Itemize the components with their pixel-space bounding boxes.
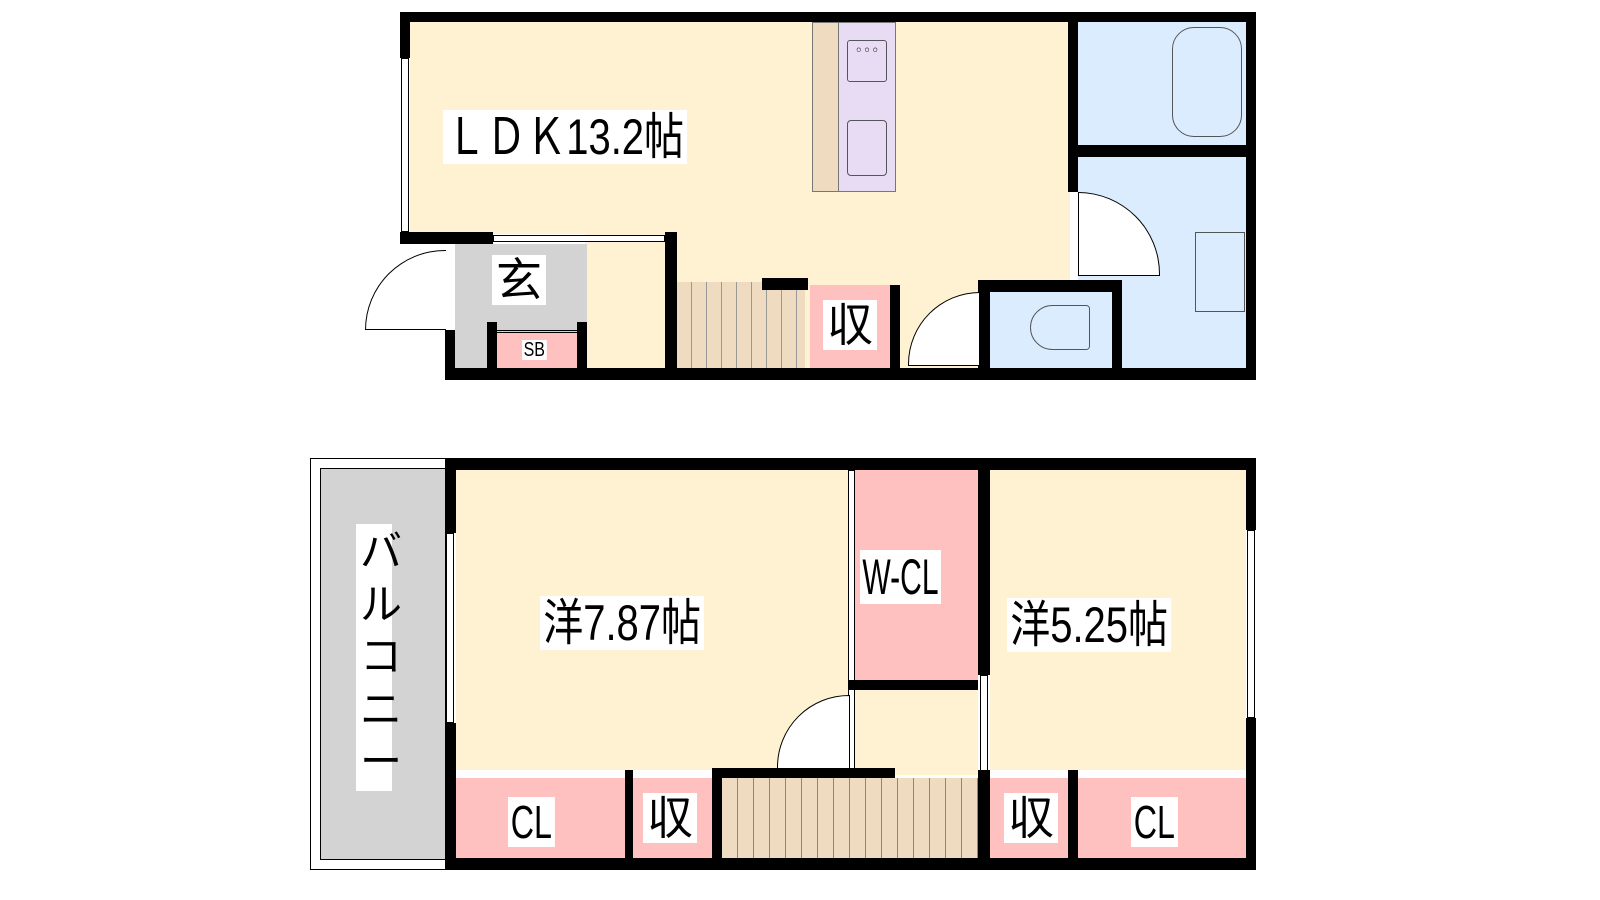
closet-right-label: CL xyxy=(1131,797,1178,847)
window xyxy=(401,58,409,232)
room-large-label: 洋7.87帖 xyxy=(540,596,705,650)
shoe-box-label: SB xyxy=(522,339,547,361)
storage-left-label: 収 xyxy=(643,793,697,843)
wall xyxy=(445,368,1256,380)
sliding-door[interactable] xyxy=(493,235,665,242)
entrance-door[interactable] xyxy=(365,250,446,330)
wall xyxy=(445,458,456,533)
wall xyxy=(712,768,895,778)
wall xyxy=(400,12,410,58)
wall xyxy=(445,458,1256,470)
wall xyxy=(1068,12,1078,192)
wall xyxy=(712,768,722,860)
wall xyxy=(625,770,633,860)
sink-icon xyxy=(847,120,887,176)
wall xyxy=(445,723,456,870)
wall xyxy=(978,280,1122,292)
storage-label-1f: 収 xyxy=(823,300,877,350)
wall xyxy=(400,232,493,244)
wall xyxy=(1246,718,1256,870)
wall xyxy=(1068,145,1256,157)
wall xyxy=(1246,12,1256,380)
washbasin-icon xyxy=(1195,232,1245,312)
ldk-label: ＬＤＫ13.2帖 xyxy=(443,110,688,164)
wall xyxy=(487,322,497,370)
wall xyxy=(445,330,455,380)
wall xyxy=(400,12,1256,22)
wall xyxy=(1246,458,1256,530)
wall xyxy=(978,280,990,370)
wall xyxy=(665,232,677,370)
window xyxy=(446,533,454,723)
storage-right-label: 収 xyxy=(1004,793,1058,843)
window xyxy=(980,675,988,775)
stove-icon: ◦◦◦ xyxy=(847,40,887,82)
bathtub-icon xyxy=(1172,27,1242,137)
wall xyxy=(848,680,978,690)
wall xyxy=(1068,770,1078,860)
wall xyxy=(762,278,808,290)
hallway-2f xyxy=(855,690,978,775)
entrance-label: 玄 xyxy=(492,255,546,305)
bathroom xyxy=(1078,22,1246,145)
stairs-1f xyxy=(677,282,805,368)
walk-in-closet-label: W-CL xyxy=(860,550,941,604)
window xyxy=(1247,530,1255,718)
shoe-box xyxy=(497,330,577,370)
wall xyxy=(978,458,990,675)
toilet-icon xyxy=(1030,305,1090,350)
stairs-2f xyxy=(722,778,978,858)
balcony-label: バルコニー xyxy=(356,524,402,791)
wall xyxy=(445,858,1256,870)
wall xyxy=(890,285,900,370)
wall xyxy=(978,770,990,870)
room-small-label: 洋5.25帖 xyxy=(1007,598,1172,652)
wall xyxy=(1112,280,1122,370)
wall xyxy=(577,322,587,370)
closet-left-label: CL xyxy=(508,797,555,847)
kitchen-counter xyxy=(812,22,840,192)
